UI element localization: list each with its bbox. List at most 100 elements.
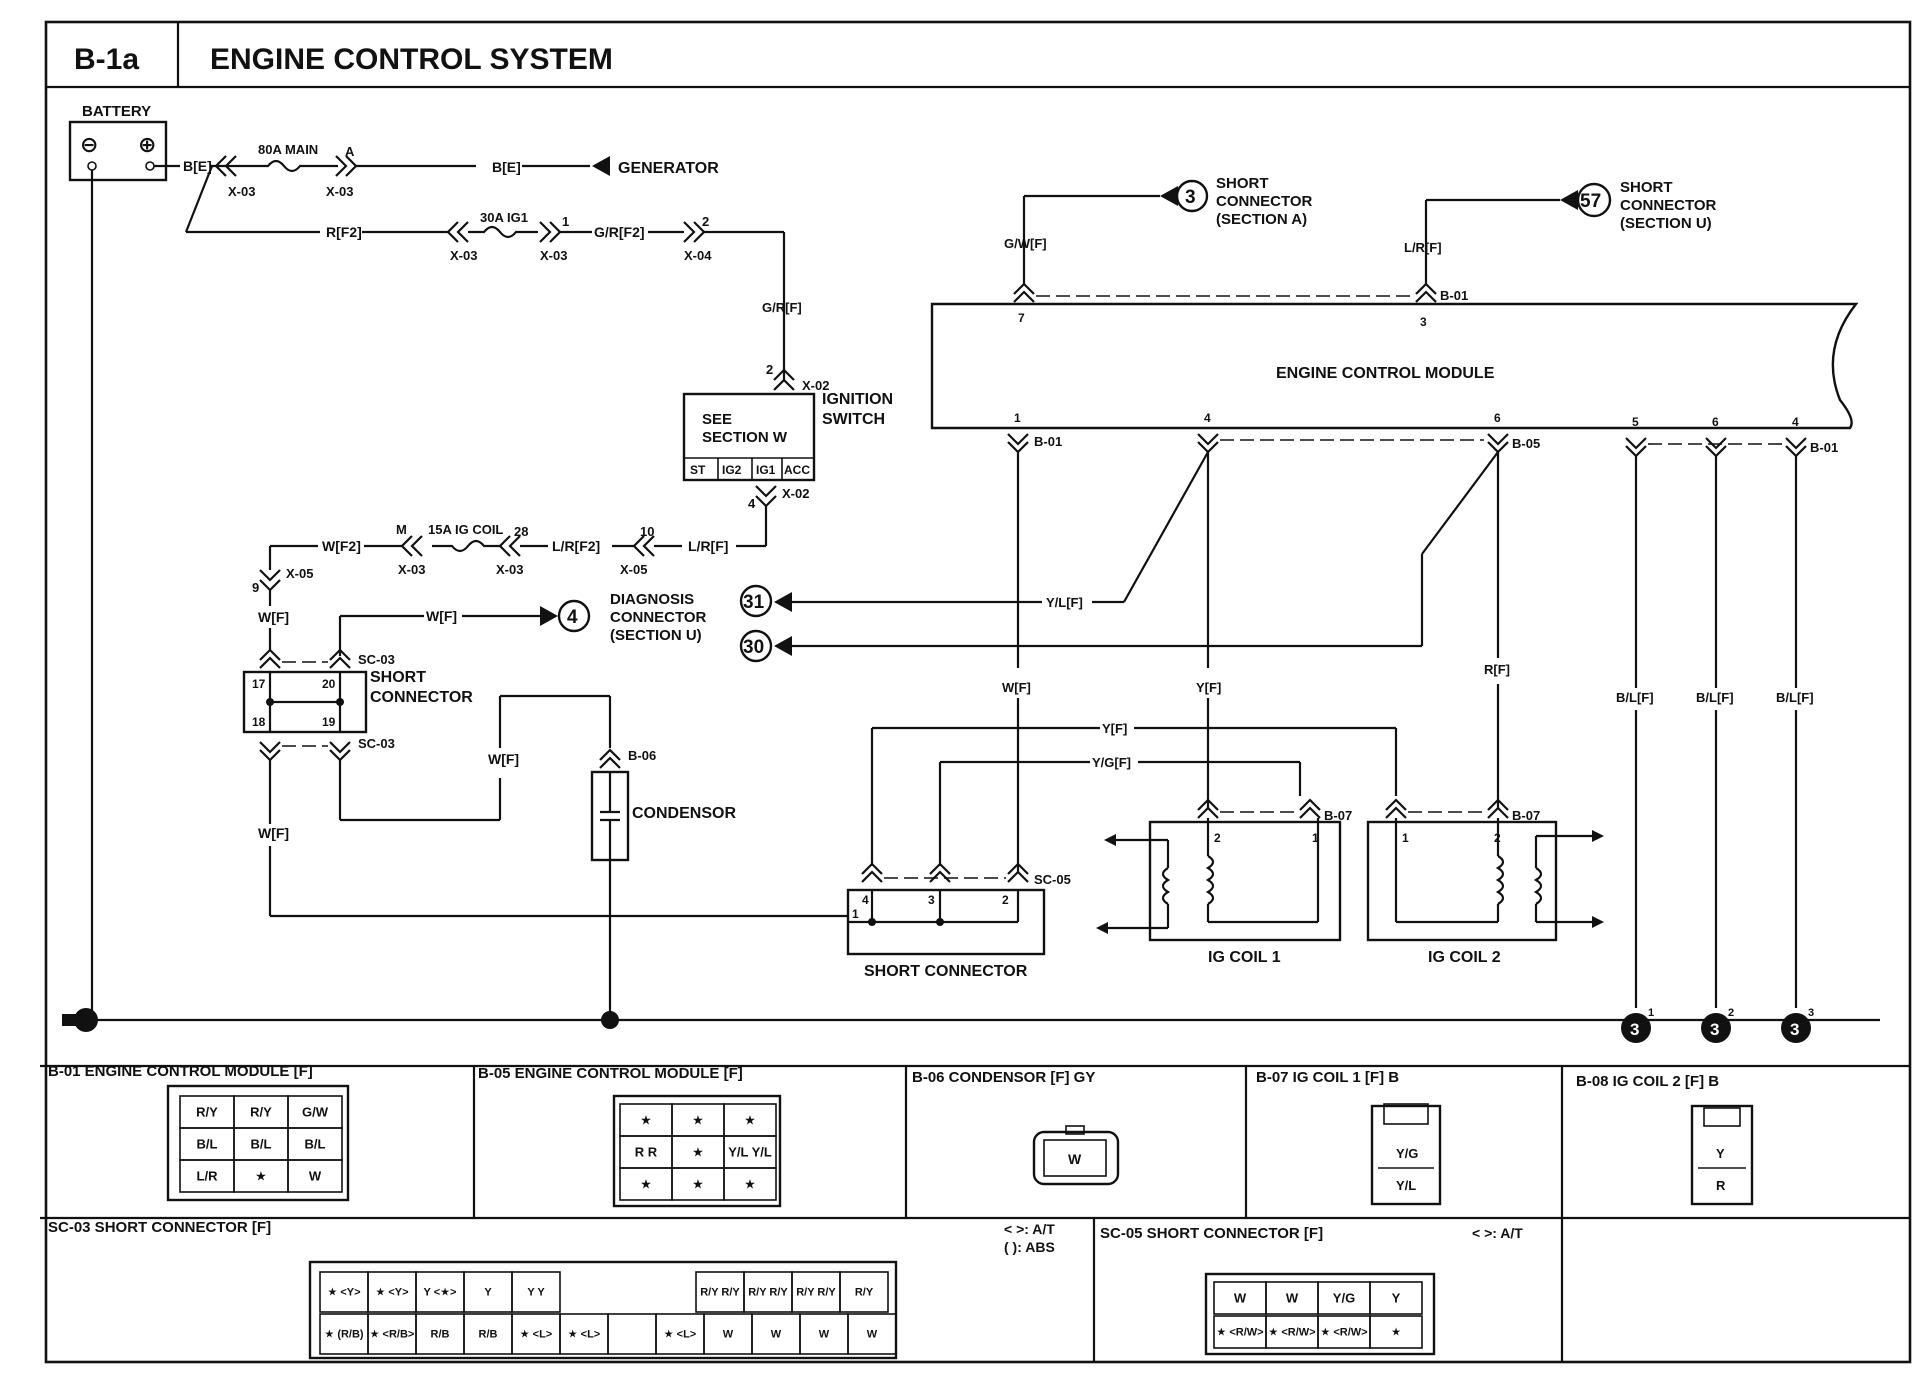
sc03-bottom-cell-0: ★ (R/B)	[324, 1329, 364, 1341]
ignition-label-l2: SWITCH	[822, 411, 885, 428]
ref-4-icon	[557, 599, 591, 633]
wire-label-w-f-d: W[F]	[488, 751, 519, 767]
pin-10: 10	[640, 524, 654, 539]
ground-icon	[74, 1008, 98, 1032]
wire-label-w-f2: W[F2]	[322, 538, 361, 554]
conn-sc05: SC-05	[1034, 872, 1071, 887]
ref-3-icon	[1175, 179, 1209, 213]
battery-label: BATTERY	[82, 103, 151, 120]
conn-b07-coil1: B-07	[1324, 808, 1352, 823]
conn-sc03-top: SC-03	[358, 652, 395, 667]
sc03-top-b-cell-3: R/Y	[855, 1287, 874, 1299]
b06-cell-0: W	[1068, 1151, 1082, 1167]
sc05-pin-3: 3	[928, 893, 935, 907]
b01-cell-5: B/L	[305, 1136, 326, 1151]
sc03-bottom-cell-5: ★ <L>	[568, 1329, 600, 1341]
sc05-top-cell-3: Y	[1392, 1290, 1401, 1305]
pin-7-ecm: 7	[1018, 311, 1025, 325]
pin-m: M	[396, 522, 407, 537]
ground-ref-2: 3	[1710, 1020, 1719, 1039]
short-conn-u-l3: (SECTION U)	[1620, 215, 1712, 232]
coil1-pin-2: 2	[1214, 831, 1221, 845]
sc03-top-a-cell-1: ★ <Y>	[375, 1287, 408, 1299]
conn-b01-top: B-01	[1440, 288, 1468, 303]
short-conn-u-l2: CONNECTOR	[1620, 197, 1717, 214]
coil1-pin-1: 1	[1312, 831, 1319, 845]
ignition-label-l1: IGNITION	[822, 391, 893, 408]
ign-st: ST	[690, 463, 706, 477]
pin-9: 9	[252, 580, 259, 595]
pin-1-ecm: 1	[1014, 411, 1021, 425]
sc03-top-a-cell-0: ★ <Y>	[327, 1287, 360, 1299]
sc05-top-cell-2: Y/G	[1333, 1290, 1355, 1305]
b05-cell-3: R R	[635, 1144, 658, 1159]
pin-a: A	[345, 144, 355, 159]
see-section-l2: SECTION W	[702, 429, 788, 446]
ground-ref-2-pin: 2	[1728, 1007, 1734, 1019]
ig-coil-2	[1366, 820, 1558, 942]
conn-x04: X-04	[684, 248, 712, 263]
pin-2-x04: 2	[702, 214, 709, 229]
fuse-15a-igcoil	[432, 539, 500, 553]
pin-1-ig1: 1	[562, 214, 569, 229]
sc03-bottom-cell-9: W	[771, 1329, 782, 1341]
ig-coil-1-label: IG COIL 1	[1208, 949, 1281, 966]
wire-label-b-l-f-1: B/L[F]	[1616, 690, 1654, 705]
connector-b05	[612, 1094, 782, 1208]
fuse-80a-main	[236, 159, 338, 173]
connector-b08	[1690, 1104, 1754, 1206]
wire-label-y-l-f: Y/L[F]	[1046, 595, 1083, 610]
ground-ref-3-pin: 3	[1808, 1007, 1814, 1019]
wire-label-b-e: B[E]	[183, 158, 212, 174]
ign-acc: ACC	[784, 463, 810, 477]
pin-5-ecm-b: 5	[1632, 415, 1639, 429]
b05-cell-2: ★	[744, 1112, 756, 1127]
conn-x03-d: X-03	[540, 248, 567, 263]
ground-ref-1-icon	[1621, 1013, 1651, 1043]
b05-cell-7: ★	[692, 1176, 704, 1191]
pin-4-ecm: 4	[1204, 411, 1211, 425]
ref-3: 3	[1185, 187, 1196, 208]
ref-4: 4	[567, 607, 578, 628]
connector-b01	[166, 1084, 350, 1202]
wire-label-y-g-f: Y/G[F]	[1092, 755, 1131, 770]
ign-ig1: IG1	[756, 463, 776, 477]
sc03-top-a-cell-3: Y	[484, 1287, 492, 1299]
sc05-pin-1: 1	[852, 907, 859, 921]
conn-x05-b: X-05	[286, 566, 313, 581]
conn-x02-top: X-02	[802, 378, 829, 393]
ground-ref-2-icon	[1701, 1013, 1731, 1043]
conn-b01-mid: B-01	[1034, 434, 1062, 449]
ref-31-icon	[739, 584, 773, 618]
sc03-label-l1: SHORT	[370, 669, 426, 686]
ig-coil-2-label: IG COIL 2	[1428, 949, 1501, 966]
sc03-bottom-cell-7: ★ <L>	[664, 1329, 696, 1341]
page-title: ENGINE CONTROL SYSTEM	[210, 43, 613, 76]
b01-cell-7: ★	[255, 1168, 267, 1183]
ignition-switch	[682, 392, 816, 482]
ground-ref-3-icon	[1781, 1013, 1811, 1043]
ign-ig2: IG2	[722, 463, 742, 477]
pin-4-x02: 4	[748, 496, 756, 511]
fuse-30a-ig1	[468, 225, 538, 239]
connector-sc03	[308, 1260, 898, 1360]
panel-b07-title: B-07 IG COIL 1 [F] B	[1256, 1069, 1399, 1086]
wire-label-r-f: R[F]	[1484, 662, 1510, 677]
conn-b01-right: B-01	[1810, 440, 1838, 455]
b01-cell-4: B/L	[251, 1136, 272, 1151]
b01-cell-2: G/W	[302, 1104, 329, 1119]
fuse-30a-label: 30A IG1	[480, 210, 528, 225]
wire-label-g-r-f2: G/R[F2]	[594, 224, 645, 240]
ref-30: 30	[743, 637, 764, 658]
short-conn-a-l1: SHORT	[1216, 175, 1269, 192]
short-conn-u-l1: SHORT	[1620, 179, 1673, 196]
engine-control-module	[930, 302, 1859, 430]
conn-x03-c: X-03	[450, 248, 477, 263]
short-conn-a-l2: CONNECTOR	[1216, 193, 1313, 210]
wire-label-l-r-f: L/R[F]	[688, 538, 728, 554]
wire-label-l-r-f-ecm: L/R[F]	[1404, 240, 1442, 255]
battery-plus-icon: ⊕	[138, 132, 156, 157]
